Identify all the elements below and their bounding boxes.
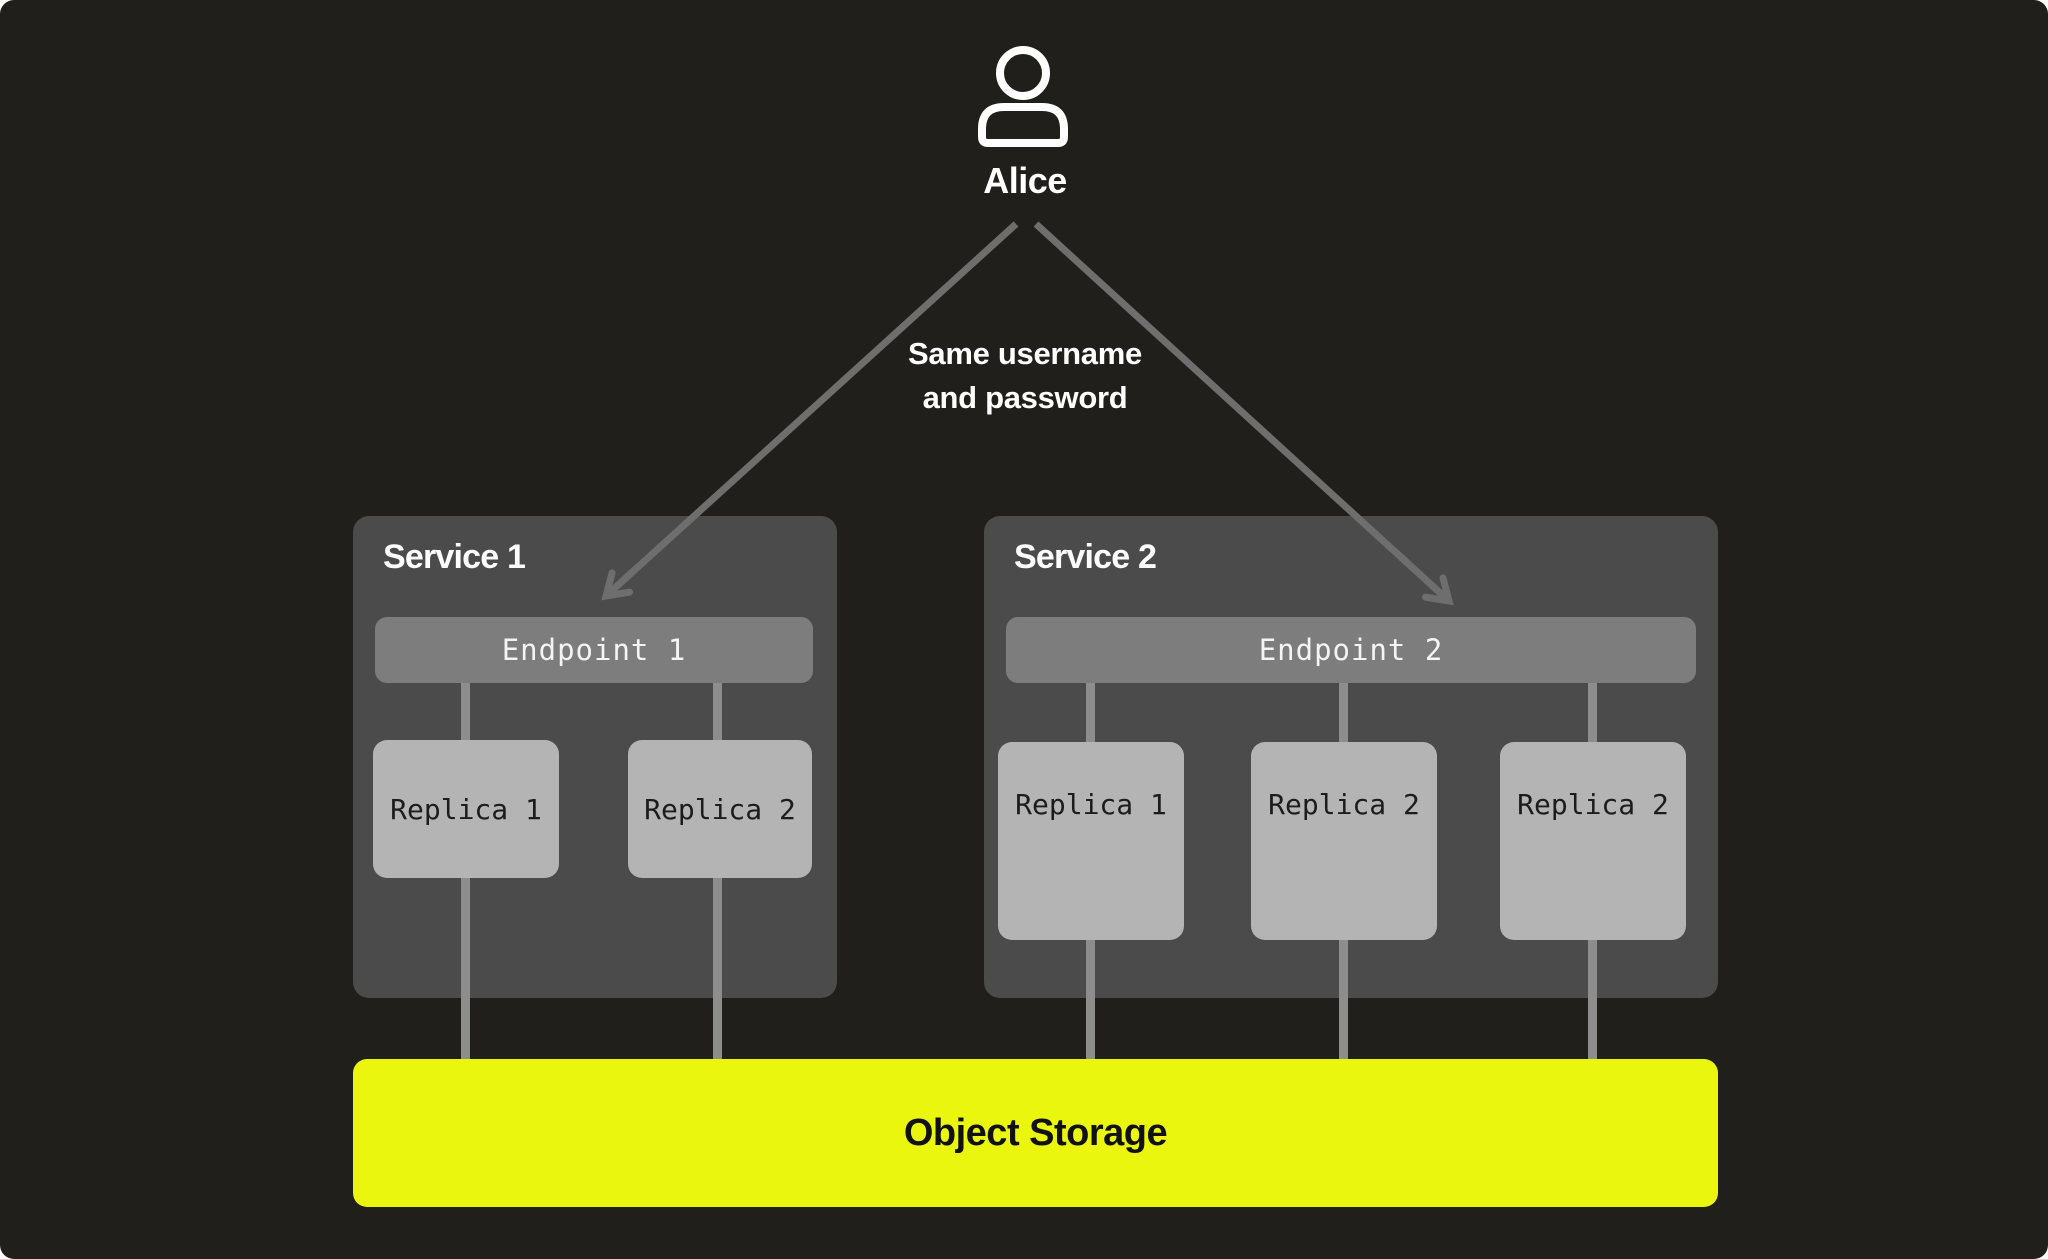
service-1-title: Service 1 [383,538,526,576]
annotation-line-2: and password [922,380,1128,415]
service-2-title: Service 2 [1014,538,1157,576]
replica-box: Replica 2 [1500,742,1686,940]
endpoint-2-label: Endpoint 2 [1258,633,1444,667]
replica-label: Replica 1 [1015,788,1167,821]
replica-box: Replica 2 [1251,742,1437,940]
replica-label: Replica 2 [1517,788,1669,821]
object-storage-label: Object Storage [903,1111,1168,1154]
replica-box: Replica 1 [373,740,559,878]
person-icon [978,46,1068,147]
annotation-line-1: Same username [908,336,1142,371]
replica-label: Replica 2 [1268,788,1420,821]
replica-label: Replica 2 [644,792,796,826]
endpoint-2-bar: Endpoint 2 [1006,617,1696,683]
endpoint-1-bar: Endpoint 1 [375,617,813,683]
endpoint-1-label: Endpoint 1 [501,633,687,667]
object-storage-bar: Object Storage [353,1059,1718,1207]
replica-label: Replica 1 [390,792,542,826]
replica-box: Replica 2 [628,740,812,878]
annotation-label: Same username and password [775,332,1275,420]
user-label: Alice [983,160,1067,201]
service-2-box: Service 2 Endpoint 2 Replica 1 Replica 2… [984,516,1718,998]
replica-box: Replica 1 [998,742,1184,940]
service-1-box: Service 1 Endpoint 1 Replica 1 Replica 2 [353,516,837,998]
